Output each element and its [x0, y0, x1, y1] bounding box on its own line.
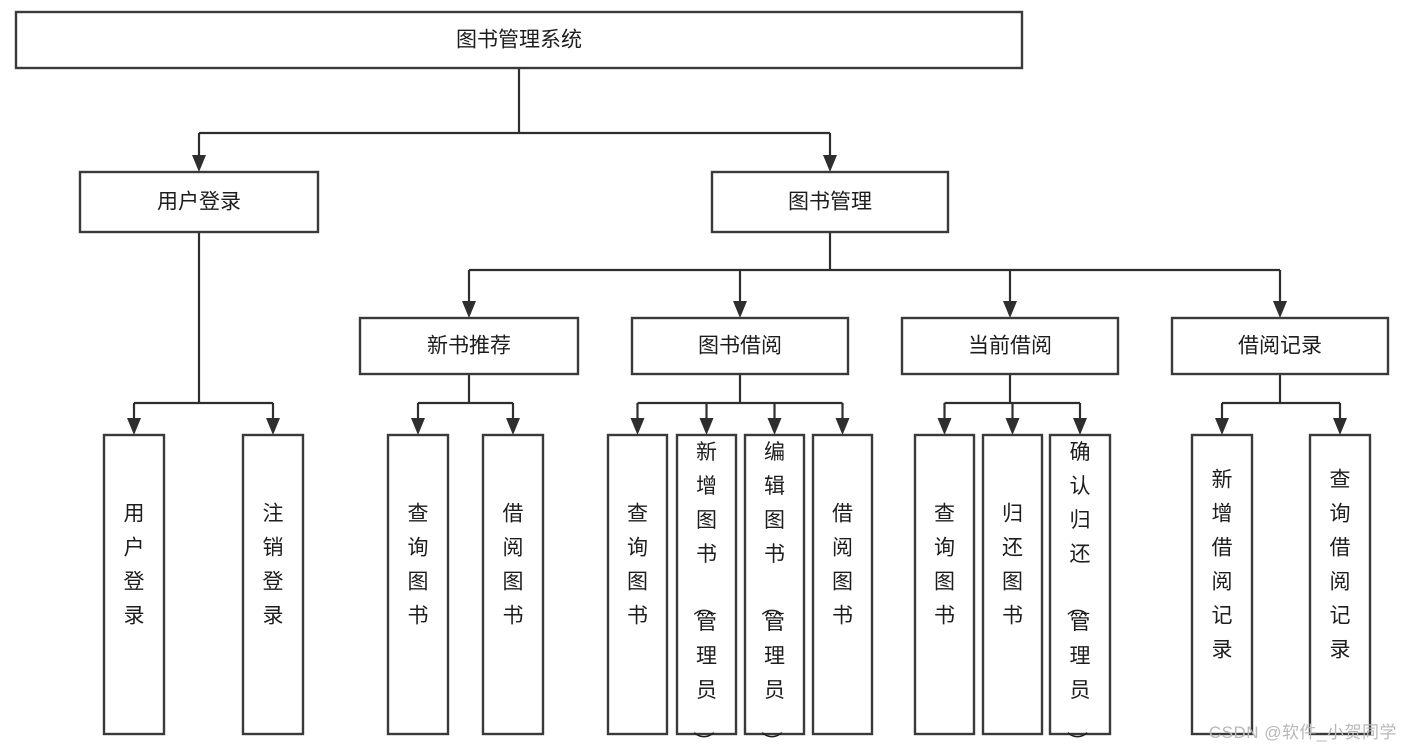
- node-new-book-recommend[interactable]: 新书推荐: [358, 316, 580, 376]
- node-book-borrow-rect[interactable]: [630, 316, 850, 376]
- node-leaf-logout-rect[interactable]: [241, 433, 305, 736]
- node-user-login-rect[interactable]: [78, 170, 320, 234]
- node-leaf-borrow-book-rect[interactable]: [811, 433, 874, 736]
- node-leaf-query-borrow-record-label: 查询借阅记录: [1330, 469, 1351, 662]
- node-leaf-query-book-current-rect[interactable]: [913, 433, 976, 736]
- node-leaf-user-login[interactable]: 用户登录: [102, 433, 166, 736]
- node-leaf-add-borrow-record-rect[interactable]: [1190, 433, 1254, 736]
- node-leaf-query-book-borrow[interactable]: 查询图书: [606, 433, 669, 736]
- node-leaf-return-book[interactable]: 归还图书: [981, 433, 1044, 736]
- arrow-head-icon: [1005, 418, 1020, 435]
- arrow-head-icon: [937, 418, 952, 435]
- node-leaf-confirm-return-admin-rect[interactable]: [1048, 433, 1112, 736]
- arrow-head-icon: [1003, 301, 1017, 318]
- node-leaf-query-borrow-record[interactable]: 查询借阅记录: [1308, 433, 1372, 736]
- node-borrow-record[interactable]: 借阅记录: [1170, 316, 1390, 376]
- node-book-borrow[interactable]: 图书借阅: [630, 316, 850, 376]
- node-leaf-query-borrow-record-rect[interactable]: [1308, 433, 1372, 736]
- node-root-root[interactable]: 图书管理系统: [14, 10, 1024, 70]
- node-user-login-label: 用户登录: [157, 191, 241, 214]
- arrow-head-icon: [192, 155, 206, 172]
- arrow-head-icon: [506, 418, 520, 435]
- arrow-head-icon: [462, 301, 476, 318]
- node-leaf-add-book-admin[interactable]: 新增图书（管理员）: [675, 433, 738, 747]
- csdn-watermark: CSDN @软件_小贺同学: [1208, 723, 1397, 742]
- node-leaf-query-book-recommend[interactable]: 查询图书: [386, 433, 450, 736]
- node-current-borrow-label: 当前借阅: [968, 335, 1052, 358]
- node-new-book-recommend-label: 新书推荐: [427, 335, 511, 358]
- node-leaf-user-login-label: 用户登录: [124, 503, 145, 628]
- node-leaf-query-book-recommend-rect[interactable]: [386, 433, 450, 736]
- node-leaf-borrow-book-recommend-rect[interactable]: [481, 433, 545, 736]
- node-leaf-confirm-return-admin[interactable]: 确认归还（管理员）: [1048, 433, 1112, 747]
- arrow-head-icon: [630, 418, 645, 435]
- node-leaf-confirm-return-admin-label: 确认归还（管理员）: [1065, 441, 1091, 747]
- node-leaf-query-book-borrow-rect[interactable]: [606, 433, 669, 736]
- arrow-head-icon: [266, 418, 280, 435]
- node-leaf-query-book-recommend-label: 查询图书: [408, 503, 429, 628]
- arrow-head-icon: [733, 301, 747, 318]
- node-leaf-user-login-rect[interactable]: [102, 433, 166, 736]
- node-leaf-edit-book-admin-rect[interactable]: [743, 433, 806, 736]
- node-new-book-recommend-rect[interactable]: [358, 316, 580, 376]
- node-leaf-borrow-book-label: 借阅图书: [832, 503, 853, 628]
- node-current-borrow-rect[interactable]: [900, 316, 1120, 376]
- node-leaf-edit-book-admin-label: 编辑图书（管理员）: [759, 441, 785, 747]
- node-leaf-borrow-book-recommend-label: 借阅图书: [503, 503, 524, 628]
- node-book-management-rect[interactable]: [710, 170, 950, 234]
- node-book-management-label: 图书管理: [788, 191, 872, 214]
- node-root-root-rect[interactable]: [14, 10, 1024, 70]
- arrow-head-icon: [1215, 418, 1229, 435]
- node-leaf-return-book-rect[interactable]: [981, 433, 1044, 736]
- node-book-management[interactable]: 图书管理: [710, 170, 950, 234]
- node-root-root-label: 图书管理系统: [456, 29, 582, 52]
- node-leaf-edit-book-admin[interactable]: 编辑图书（管理员）: [743, 433, 806, 747]
- arrow-head-icon: [1333, 418, 1347, 435]
- arrow-head-icon: [699, 418, 714, 435]
- arrow-head-icon: [411, 418, 425, 435]
- boxes-layer: 图书管理系统用户登录图书管理新书推荐图书借阅当前借阅借阅记录用户登录注销登录查询…: [14, 10, 1390, 747]
- node-leaf-query-book-borrow-label: 查询图书: [627, 503, 648, 628]
- node-borrow-record-label: 借阅记录: [1238, 335, 1322, 358]
- arrow-head-icon: [823, 155, 837, 172]
- arrow-head-icon: [127, 418, 141, 435]
- arrow-head-icon: [1073, 418, 1087, 435]
- connectors-layer: [127, 68, 1347, 435]
- node-user-login[interactable]: 用户登录: [78, 170, 320, 234]
- node-leaf-logout-label: 注销登录: [263, 503, 284, 628]
- node-leaf-add-book-admin-label: 新增图书（管理员）: [691, 441, 717, 747]
- node-leaf-add-borrow-record[interactable]: 新增借阅记录: [1190, 433, 1254, 736]
- node-leaf-return-book-label: 归还图书: [1002, 503, 1023, 628]
- node-leaf-borrow-book[interactable]: 借阅图书: [811, 433, 874, 736]
- node-leaf-query-book-current[interactable]: 查询图书: [913, 433, 976, 736]
- arrow-head-icon: [835, 418, 850, 435]
- node-leaf-add-book-admin-rect[interactable]: [675, 433, 738, 736]
- node-leaf-logout[interactable]: 注销登录: [241, 433, 305, 736]
- arrow-head-icon: [1273, 301, 1287, 318]
- node-borrow-record-rect[interactable]: [1170, 316, 1390, 376]
- node-book-borrow-label: 图书借阅: [698, 335, 782, 358]
- arrow-head-icon: [767, 418, 782, 435]
- node-leaf-add-borrow-record-label: 新增借阅记录: [1212, 469, 1233, 662]
- node-leaf-borrow-book-recommend[interactable]: 借阅图书: [481, 433, 545, 736]
- node-leaf-query-book-current-label: 查询图书: [934, 503, 955, 628]
- node-current-borrow[interactable]: 当前借阅: [900, 316, 1120, 376]
